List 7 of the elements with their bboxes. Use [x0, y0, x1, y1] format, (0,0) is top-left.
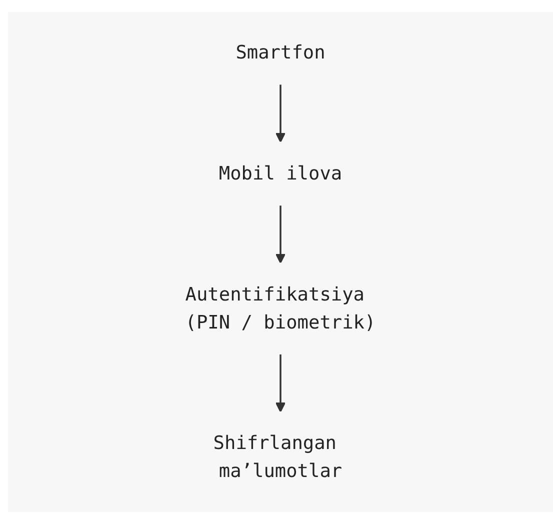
- node-text: Smartfon: [236, 41, 326, 64]
- node-text: Mobil ilova: [218, 162, 342, 184]
- node-text: Shifrlangan ma’lumotlar: [213, 432, 342, 482]
- arrow: [275, 205, 286, 264]
- arrow: [275, 84, 286, 143]
- arrow: [275, 354, 286, 412]
- node-text: Autentifikatsiya (PIN / biometrik): [185, 282, 376, 333]
